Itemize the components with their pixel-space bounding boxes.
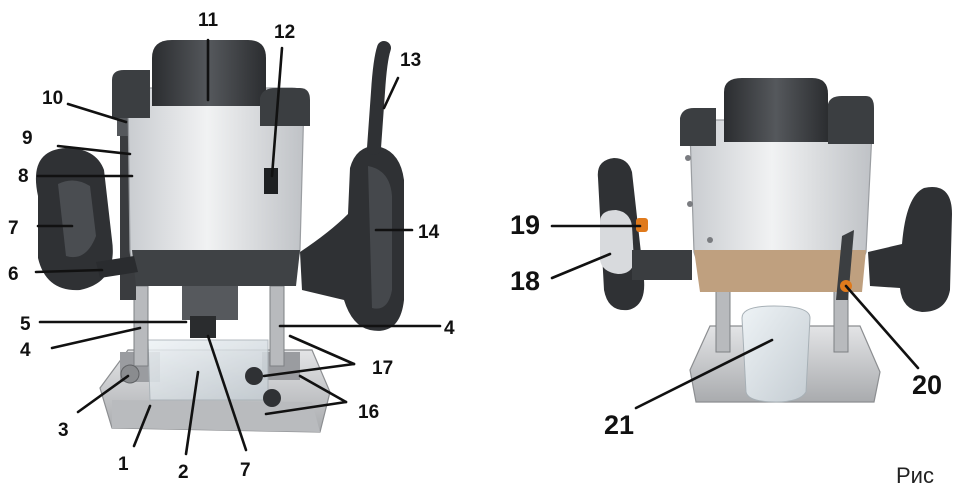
right-router-illustration bbox=[597, 78, 952, 403]
callout-18: 18 bbox=[510, 266, 540, 296]
dust-port bbox=[741, 305, 811, 403]
lock-button bbox=[636, 218, 648, 232]
power-cord bbox=[367, 41, 391, 155]
callout-20: 20 bbox=[912, 370, 942, 400]
callout-6: 5 bbox=[20, 314, 31, 335]
top-cap-center-right bbox=[724, 78, 828, 142]
callout-3: 3 bbox=[58, 420, 69, 441]
callout-11: 10 bbox=[42, 88, 63, 109]
leader-lines bbox=[34, 38, 920, 456]
callout-16: 16 bbox=[358, 402, 379, 423]
depth-lock-lever bbox=[96, 256, 138, 278]
top-cap-right bbox=[260, 88, 310, 126]
top-cap-left bbox=[112, 70, 150, 118]
turret-knob-2 bbox=[263, 389, 281, 407]
callout-13: 12 bbox=[274, 22, 295, 43]
turret-knob-1 bbox=[245, 367, 263, 385]
callout-21: 21 bbox=[604, 410, 634, 440]
power-switch bbox=[264, 168, 278, 194]
callout-19: 19 bbox=[510, 210, 540, 240]
callouts-left: 11 12 13 10 9 8 7 6 5 4 14 4 17 16 3 1 2… bbox=[8, 10, 455, 483]
left-router-illustration bbox=[35, 40, 404, 433]
callout-8: 7 bbox=[8, 218, 19, 239]
callout-2: 2 bbox=[178, 462, 189, 483]
figure-caption: Рис bbox=[896, 463, 934, 488]
collet bbox=[190, 316, 216, 338]
callout-12: 11 bbox=[198, 10, 219, 31]
callout-7: 6 bbox=[8, 264, 19, 285]
callout-17: 17 bbox=[372, 358, 393, 379]
callout-15: 14 bbox=[418, 222, 440, 243]
handle-right-right bbox=[868, 187, 952, 312]
callout-5: 7 bbox=[240, 460, 251, 481]
callout-14: 13 bbox=[400, 50, 421, 71]
plunge-column-left bbox=[133, 285, 149, 367]
callout-4a: 4 bbox=[20, 340, 31, 361]
callouts-right: 19 18 20 21 bbox=[510, 210, 942, 440]
callout-10: 9 bbox=[22, 128, 33, 149]
callout-9: 8 bbox=[18, 166, 29, 187]
callout-4b: 4 bbox=[444, 318, 455, 339]
grip-pad bbox=[600, 210, 634, 274]
callout-1: 1 bbox=[118, 454, 129, 475]
